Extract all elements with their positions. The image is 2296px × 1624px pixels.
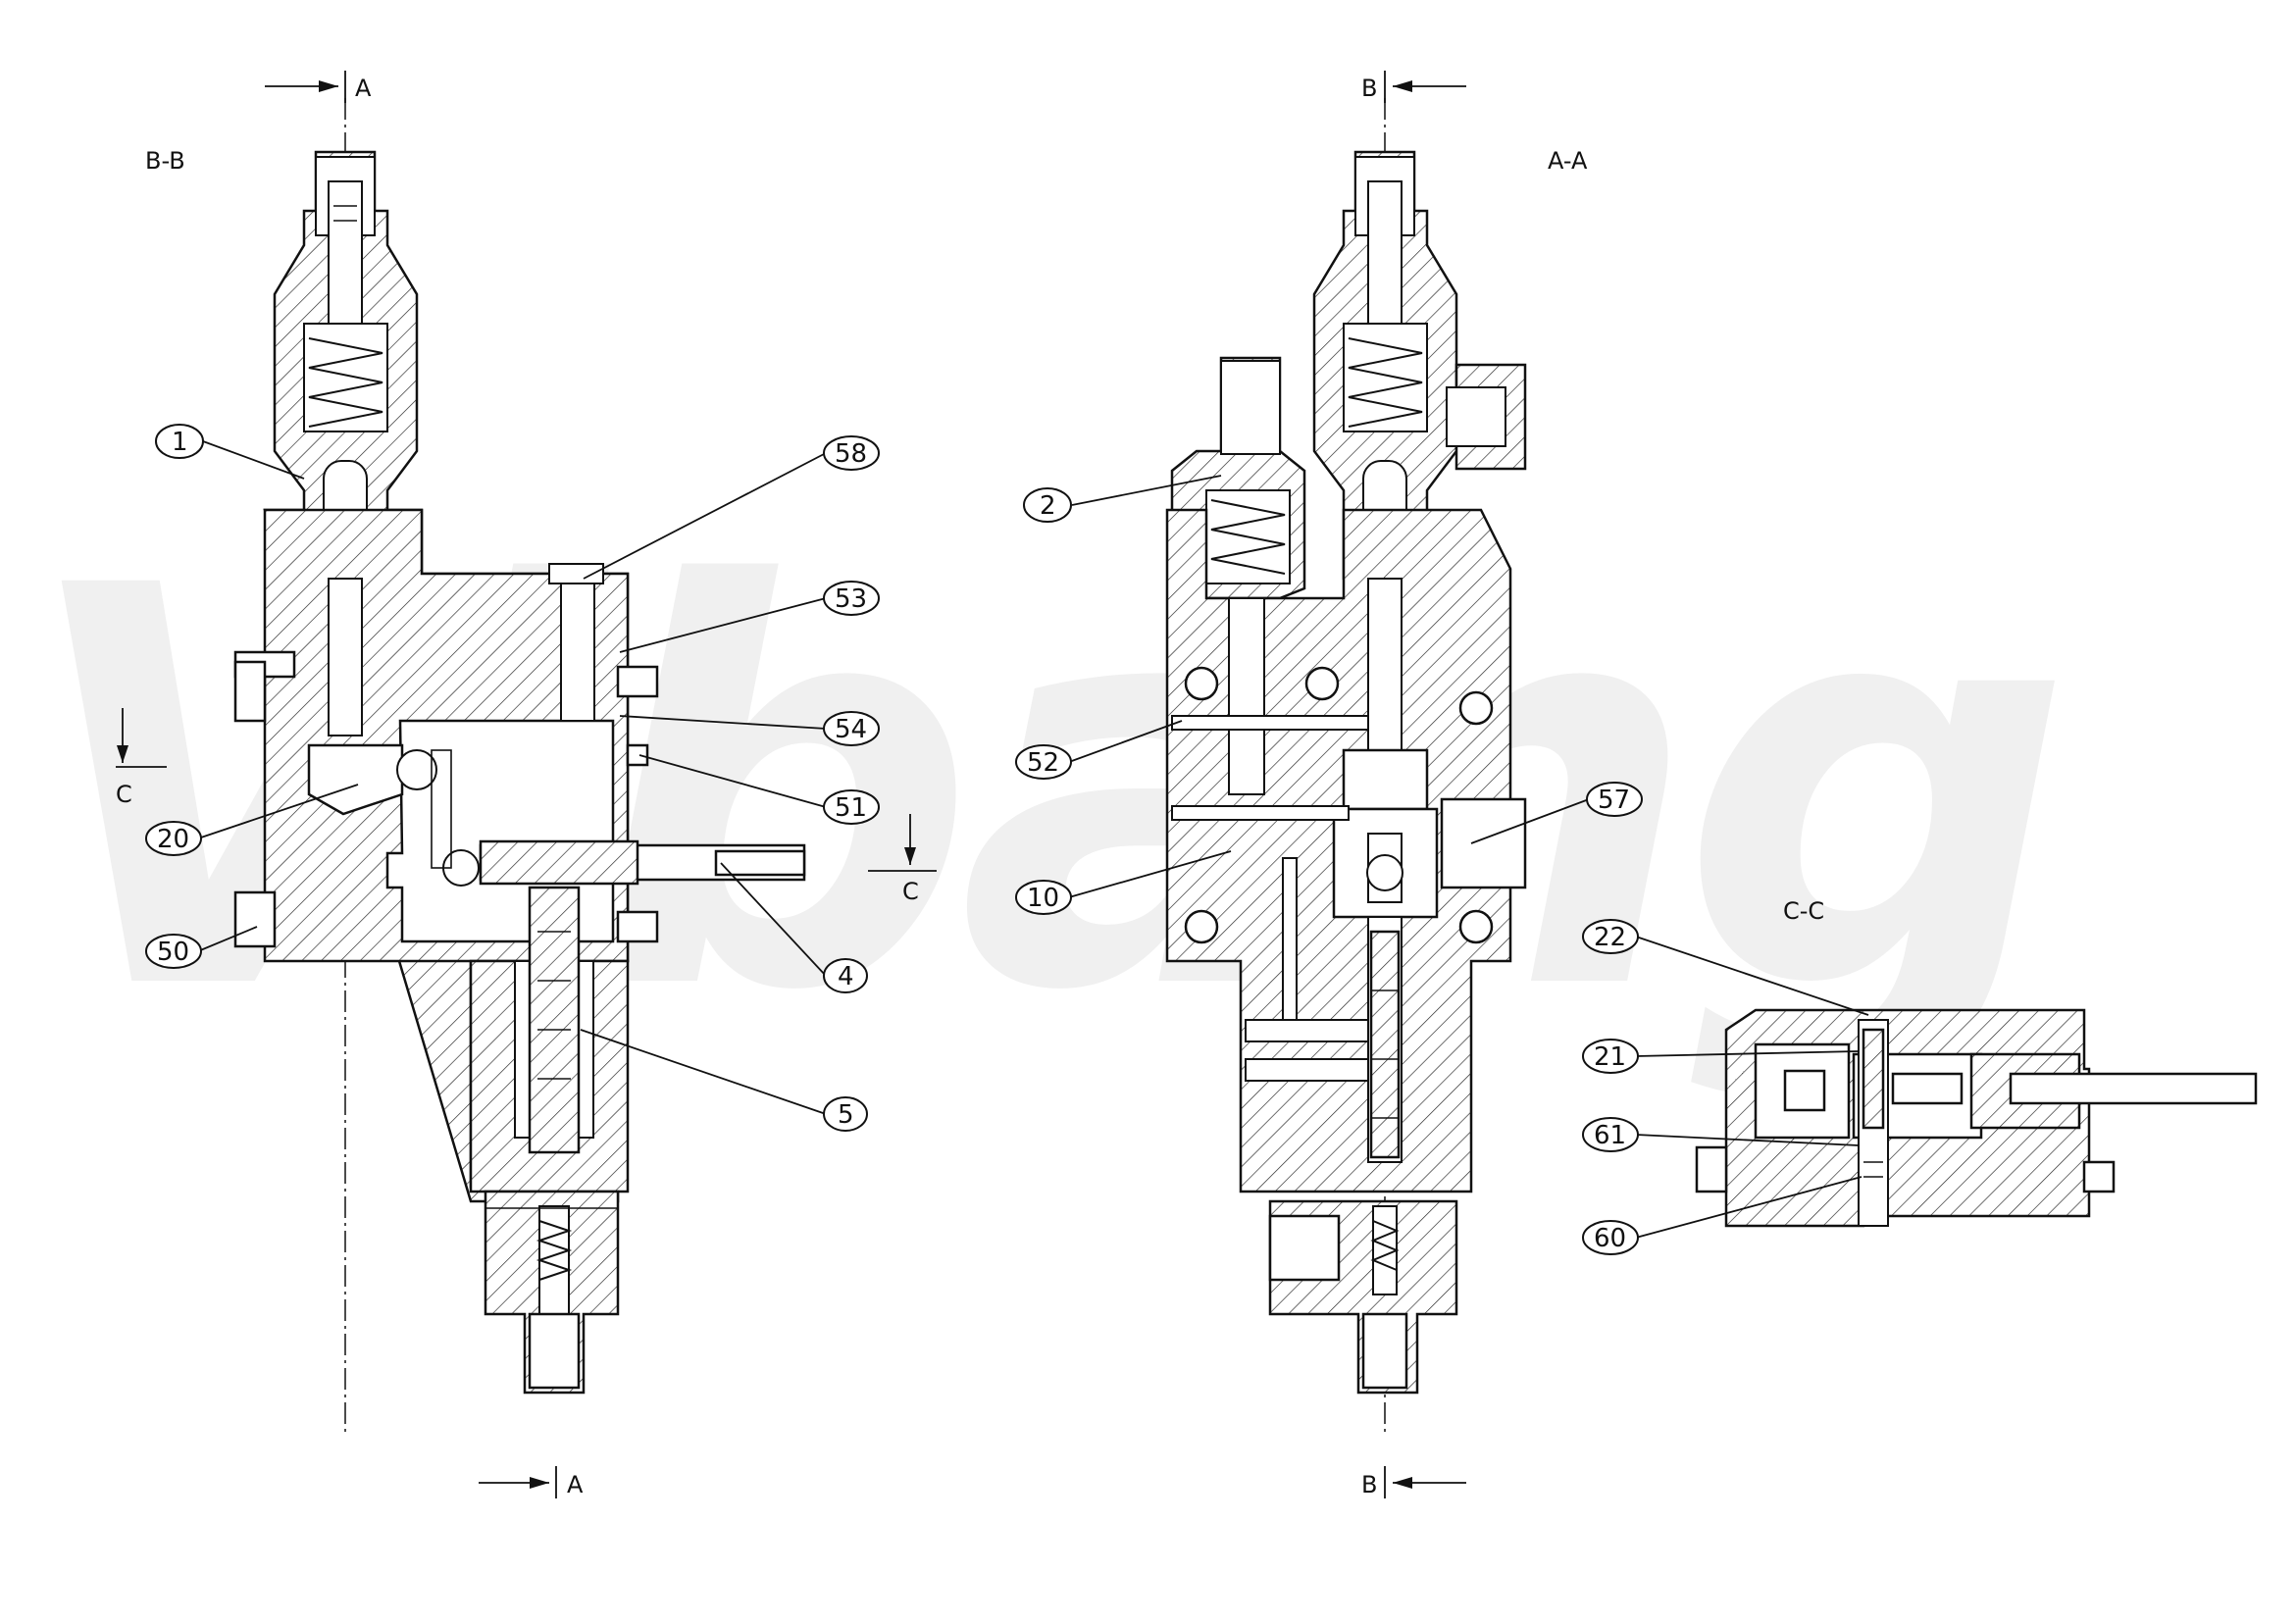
callout-20: 20	[145, 784, 359, 856]
svg-text:52: 52	[1027, 748, 1059, 778]
svg-text:5: 5	[838, 1100, 854, 1130]
cut-marker-b-bottom: B	[1361, 1466, 1466, 1498]
cut-marker-a-top: A	[265, 71, 372, 103]
callout-52: 52	[1015, 720, 1183, 780]
callout-2: 2	[1023, 475, 1222, 523]
svg-text:54: 54	[835, 715, 867, 744]
svg-text:61: 61	[1594, 1121, 1626, 1150]
cut-label-a-top: A	[355, 75, 372, 102]
cut-marker-c-left: C	[116, 708, 167, 808]
svg-text:21: 21	[1594, 1042, 1626, 1072]
callout-58: 58	[583, 435, 880, 580]
cut-label-c-left: C	[116, 781, 132, 808]
callout-53: 53	[619, 581, 880, 653]
cut-label-b-bottom: B	[1361, 1471, 1377, 1498]
callout-61: 61	[1582, 1117, 1860, 1152]
cut-label-b-top: B	[1361, 75, 1377, 102]
cut-label-c-right: C	[902, 878, 919, 905]
cut-label-a-bottom: A	[567, 1471, 584, 1498]
svg-text:57: 57	[1598, 786, 1630, 815]
section-cc-view: C-C 22 21 61	[1582, 897, 2258, 1255]
callout-1: 1	[155, 424, 305, 480]
callout-5: 5	[580, 1029, 868, 1132]
cut-marker-a-bottom: A	[479, 1466, 584, 1498]
svg-text:22: 22	[1594, 923, 1626, 952]
svg-text:58: 58	[835, 439, 867, 469]
callout-21: 21	[1582, 1039, 1860, 1074]
section-cc-title: C-C	[1783, 897, 1824, 925]
svg-text:53: 53	[835, 584, 867, 614]
callout-10: 10	[1015, 850, 1232, 915]
svg-text:20: 20	[157, 825, 189, 854]
callout-50: 50	[145, 926, 258, 969]
callout-54: 54	[619, 711, 880, 746]
callout-57: 57	[1470, 782, 1643, 844]
section-bb-title: B-B	[145, 147, 185, 175]
section-bb-view: B-B	[116, 71, 937, 1498]
svg-text:1: 1	[172, 428, 188, 457]
svg-text:51: 51	[835, 793, 867, 823]
svg-text:50: 50	[157, 938, 189, 967]
cut-marker-c-right: C	[868, 814, 937, 905]
svg-text:10: 10	[1027, 884, 1059, 913]
cut-marker-b-top: B	[1361, 71, 1466, 103]
section-aa-view: A-A	[1015, 71, 1643, 1498]
svg-text:4: 4	[838, 962, 854, 991]
section-aa-title: A-A	[1548, 147, 1588, 175]
callout-4: 4	[720, 862, 868, 993]
callout-60: 60	[1582, 1176, 1862, 1255]
callout-22: 22	[1582, 919, 1869, 1016]
svg-text:2: 2	[1040, 491, 1056, 521]
callout-51: 51	[638, 754, 880, 825]
svg-text:60: 60	[1594, 1224, 1626, 1253]
